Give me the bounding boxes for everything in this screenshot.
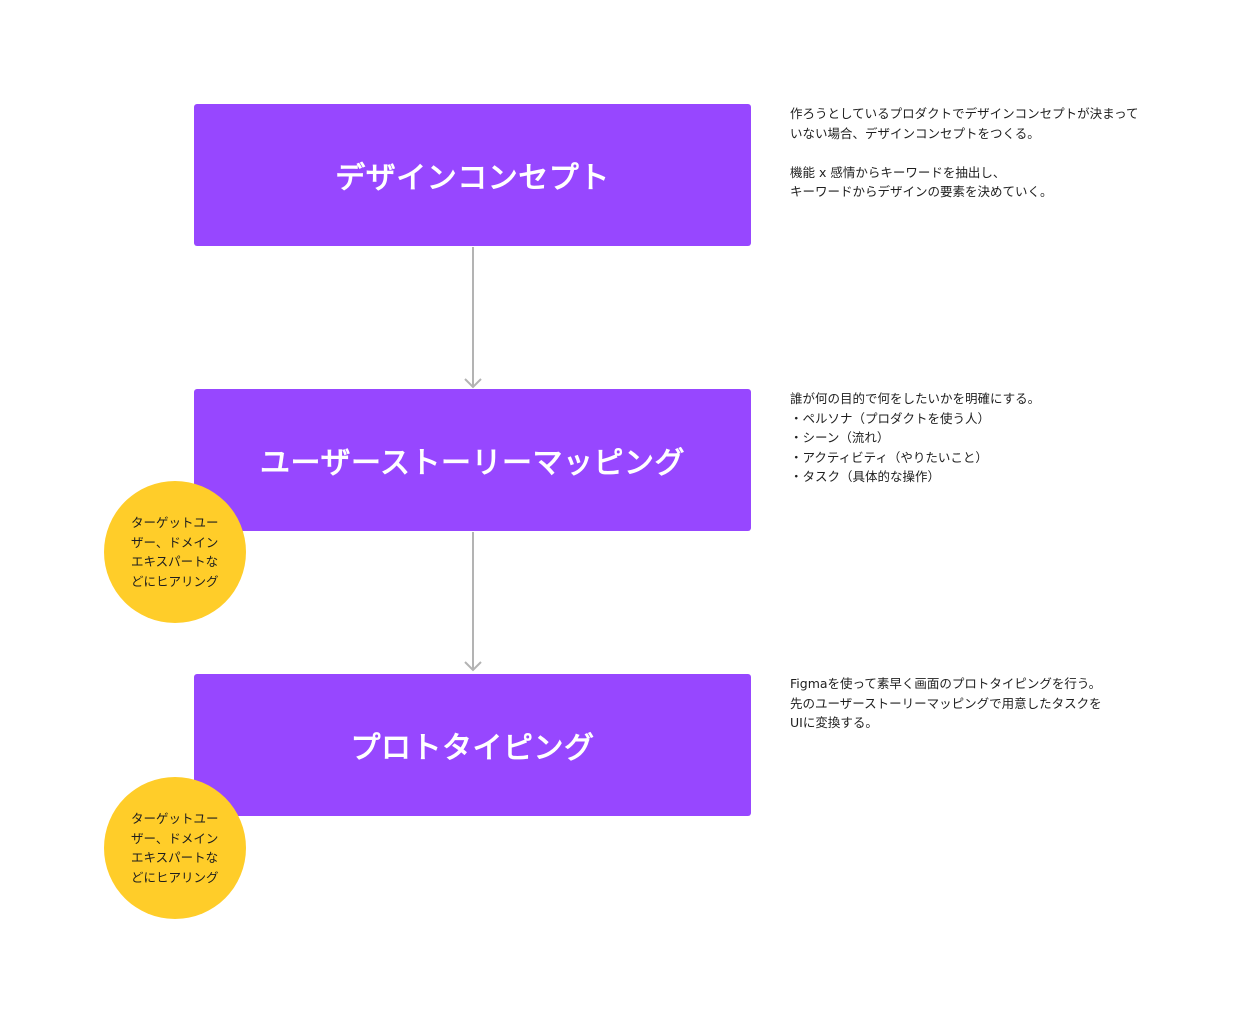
sticky-note-hearing[interactable]: ターゲットユー ザー、ドメイン エキスパートな どにヒアリング [104, 481, 246, 623]
step-title: デザインコンセプト [335, 161, 610, 196]
note-line: キーワードからデザインの要素を決めていく。 [790, 184, 1053, 199]
note-line: ・シーン（流れ） [790, 430, 890, 445]
note-line: UIに変換する。 [790, 715, 878, 730]
note-user-story-mapping: 誰が何の目的で何をしたいかを明確にする。 ・ペルソナ（プロダクトを使う人） ・シ… [790, 389, 1170, 487]
sticky-line: どにヒアリング [131, 573, 219, 589]
note-line: 先のユーザーストーリーマッピングで用意したタスクを [790, 695, 1102, 711]
sticky-line: ザー、ドメイン [131, 534, 219, 550]
sticky-line: ターゲットユー [131, 515, 219, 530]
note-prototyping: Figmaを使って素早く画面のプロトタイピングを行う。 先のユーザーストーリーマ… [790, 674, 1170, 733]
step-title: ユーザーストーリーマッピング [260, 446, 685, 481]
step-design-concept[interactable]: デザインコンセプト [194, 104, 751, 246]
step-prototyping[interactable]: プロトタイピング [194, 674, 751, 816]
note-design-concept: 作ろうとしているプロダクトでデザインコンセプトが決まって いない場合、デザインコ… [790, 104, 1170, 202]
note-spacer [790, 143, 1170, 163]
note-line: 機能 x 感情からキーワードを抽出し、 [790, 164, 1006, 180]
arrow-mapping-to-prototyping [464, 532, 482, 672]
note-line: いない場合、デザインコンセプトをつくる。 [790, 125, 1040, 141]
sticky-line: エキスパートな [131, 850, 219, 865]
sticky-note-hearing[interactable]: ターゲットユー ザー、ドメイン エキスパートな どにヒアリング [104, 777, 246, 919]
sticky-line: ザー、ドメイン [131, 830, 219, 846]
sticky-line: エキスパートな [131, 554, 219, 569]
arrow-concept-to-mapping [464, 247, 482, 389]
note-line: 誰が何の目的で何をしたいかを明確にする。 [790, 391, 1041, 406]
step-title: プロトタイピング [350, 731, 595, 766]
note-line: 作ろうとしているプロダクトでデザインコンセプトが決まって [790, 106, 1139, 121]
note-line: Figmaを使って素早く画面のプロトタイピングを行う。 [790, 676, 1102, 691]
note-line: ・アクティビティ（やりたいこと） [790, 449, 988, 465]
note-line: ・ペルソナ（プロダクトを使う人） [790, 410, 991, 426]
note-line: ・タスク（具体的な操作） [790, 469, 941, 484]
step-user-story-mapping[interactable]: ユーザーストーリーマッピング [194, 389, 751, 531]
sticky-line: どにヒアリング [131, 869, 219, 885]
sticky-line: ターゲットユー [131, 811, 219, 826]
